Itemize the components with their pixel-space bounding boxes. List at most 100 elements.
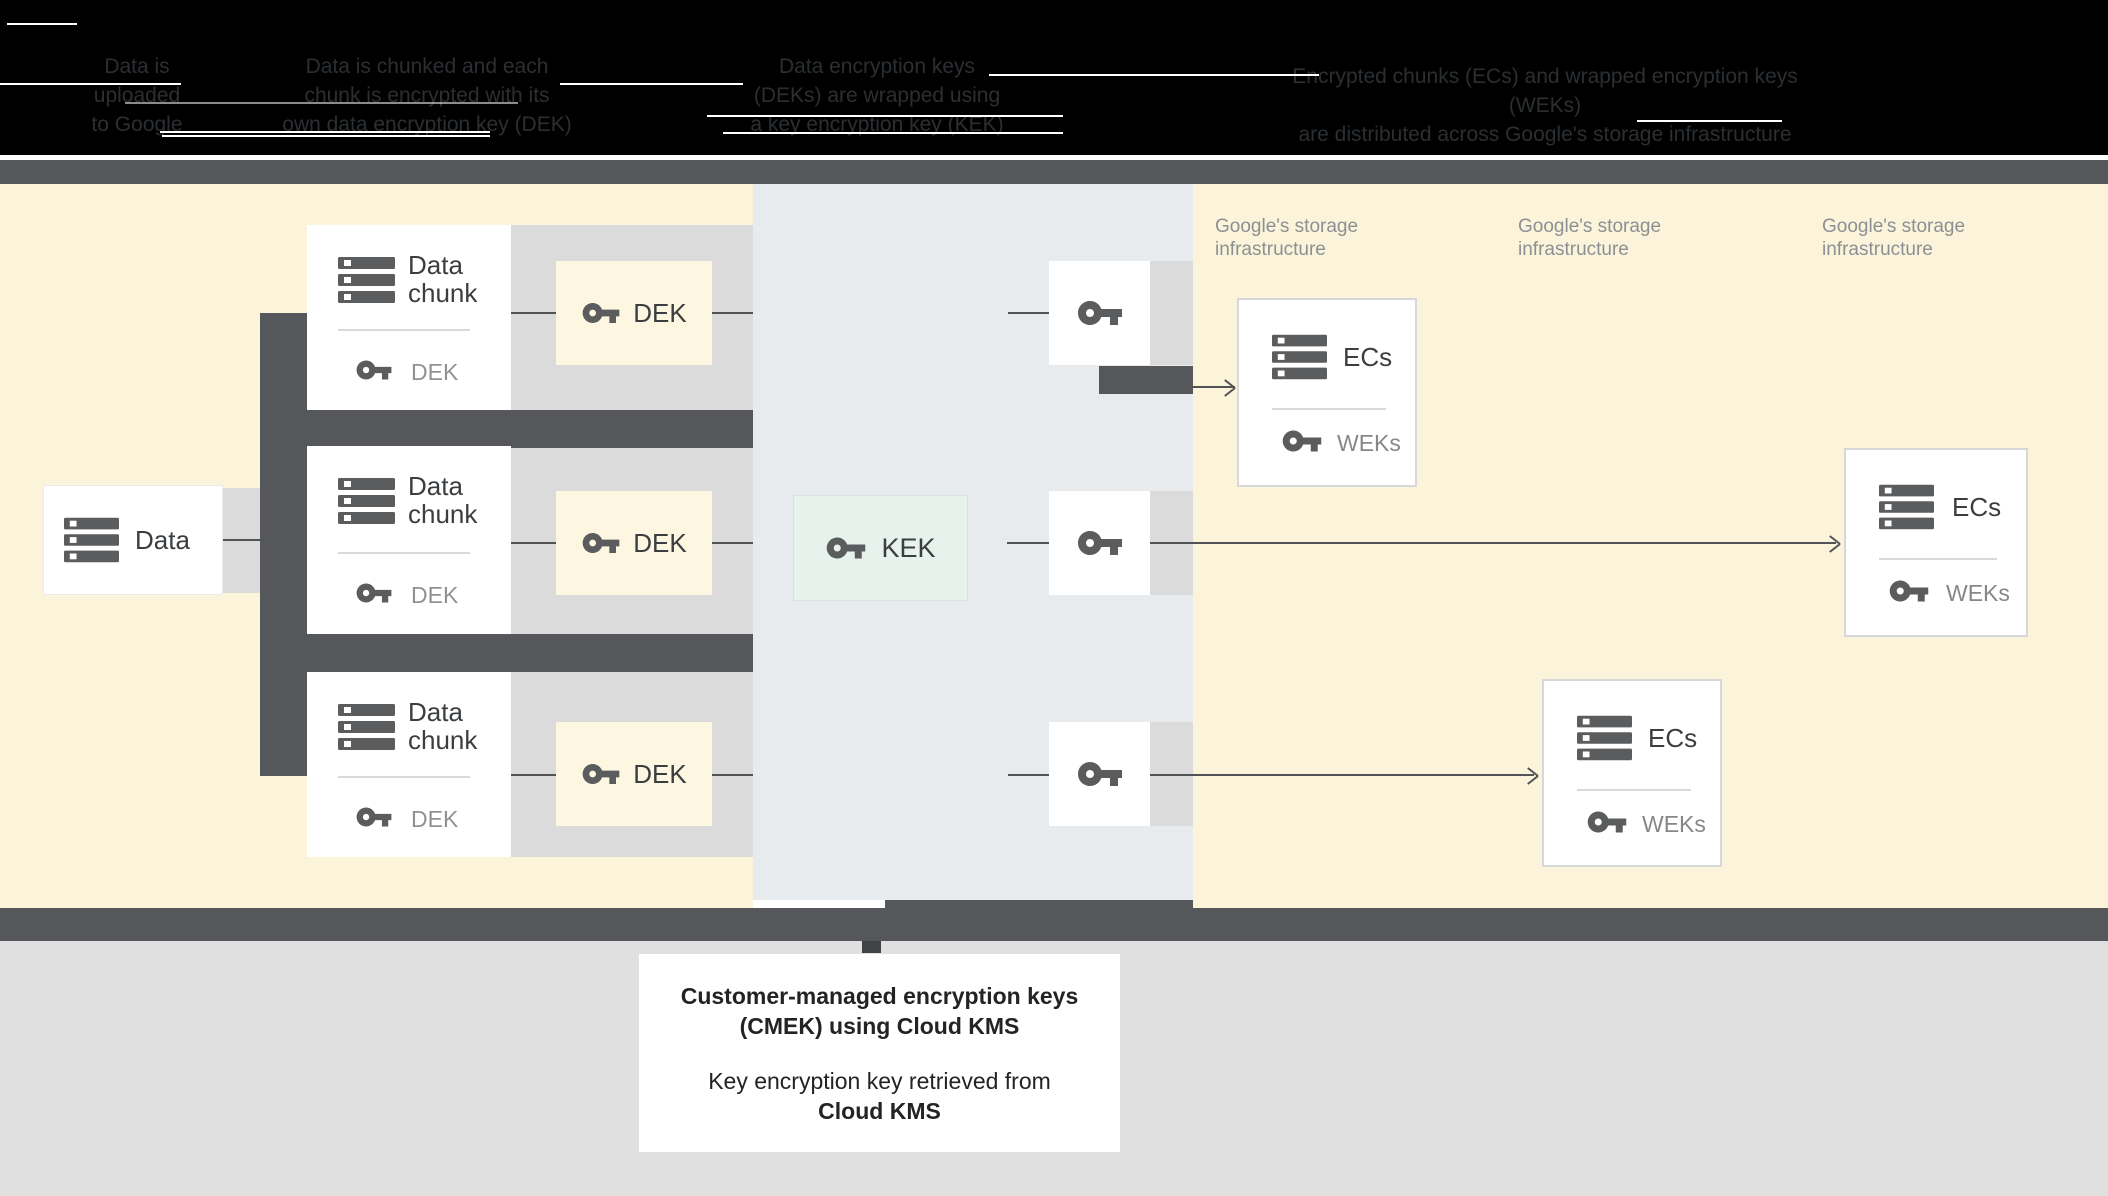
step-1-description: Data is uploaded to Google	[47, 52, 227, 139]
chunk-card-key-label: DEK	[411, 806, 459, 832]
ecs-card-title: ECs	[1648, 723, 1698, 753]
key-icon	[1077, 531, 1122, 555]
artifact-line	[162, 135, 490, 137]
kek-box-label: KEK	[881, 532, 936, 563]
line-chunk1-to-dek1	[511, 312, 556, 314]
ecs-card-title: ECs	[1952, 492, 2002, 522]
step-2-line-2: chunk is encrypted with its	[304, 84, 550, 107]
caption-spacer	[639, 1041, 1120, 1066]
wrapping-key-box-2	[1049, 491, 1150, 595]
chunk-card-title: Data chunk	[408, 251, 477, 307]
dek-box-label: DEK	[633, 758, 687, 789]
step-2-line-3: own data encryption key (DEK)	[282, 113, 572, 136]
step-1-line-2: uploaded	[93, 84, 181, 107]
bottom-white-sliver	[753, 900, 885, 908]
artifact-line	[989, 74, 1319, 76]
chunk-card-key-label: DEK	[411, 359, 459, 385]
pipe-trunk	[260, 313, 307, 776]
chunk-title-line2: chunk	[408, 278, 478, 308]
data-chunk-card-3: Data chunk DEK	[307, 672, 511, 857]
card-divider	[338, 329, 470, 331]
storage-label-line2: infrastructure	[1518, 239, 1629, 260]
line-dek2-out	[712, 542, 753, 544]
database-icon	[338, 257, 395, 303]
step-2-description: Data is chunked and each chunk is encryp…	[262, 52, 592, 139]
card-divider	[338, 776, 470, 778]
caption-title-line1: Customer-managed encryption keys	[680, 983, 1079, 1009]
step-2-line-1: Data is chunked and each	[305, 55, 549, 78]
ecs-card-key-label: WEKs	[1337, 430, 1401, 456]
dek-box-label: DEK	[633, 527, 687, 558]
card-divider	[1272, 408, 1386, 410]
artifact-line	[7, 23, 77, 25]
card-divider	[1879, 558, 1997, 560]
key-icon	[1077, 762, 1122, 786]
artifact-line	[723, 132, 1063, 134]
arrowhead-ecs1	[1221, 379, 1236, 397]
key-icon	[1077, 301, 1122, 325]
step-3-line-3: a key encryption key (KEK)	[750, 113, 1004, 136]
wrapping-key-box-1	[1049, 261, 1150, 365]
process-steps-band: Data is uploaded to Google Data is chunk…	[0, 0, 2108, 155]
data-chunk-card-2: Data chunk DEK	[307, 446, 511, 634]
keybox-1-backing	[1150, 261, 1193, 365]
storage-label-line1: Google's storage	[1822, 216, 1966, 237]
storage-label-line2: infrastructure	[1822, 239, 1933, 260]
chunk-title-line2: chunk	[408, 725, 478, 755]
key-icon	[582, 533, 620, 553]
ecs-card-1: ECs WEKs	[1237, 298, 1417, 487]
ecs-card-key-label: WEKs	[1946, 580, 2010, 606]
ecs-card-title: ECs	[1343, 342, 1393, 372]
caption-body-line2: Cloud KMS	[818, 1098, 941, 1124]
kek-box: KEK	[793, 495, 968, 601]
pipe-bar-upper	[260, 410, 753, 448]
arrow-to-ecs1	[1193, 386, 1235, 388]
card-divider	[338, 552, 470, 554]
bottom-bar-extension	[885, 900, 1193, 908]
step-4-line-1: Encrypted chunks (ECs) and wrapped encry…	[1292, 65, 1798, 117]
chunk-title-line1: Data	[408, 471, 463, 501]
chunk-title-line1: Data	[408, 250, 463, 280]
chunk-card-title: Data chunk	[408, 472, 477, 528]
caption-connector-notch	[862, 941, 881, 953]
database-icon	[338, 704, 395, 750]
step-3-description: Data encryption keys (DEKs) are wrapped …	[712, 52, 1042, 139]
storage-label-line1: Google's storage	[1518, 216, 1662, 237]
data-chunk-card-1: Data chunk DEK	[307, 225, 511, 410]
line-into-keybox1	[1008, 312, 1049, 314]
dek-box-label: DEK	[633, 297, 687, 328]
top-divider-bar	[0, 160, 2108, 184]
chunk-title-line1: Data	[408, 697, 463, 727]
pipe-bar-lower	[260, 634, 753, 672]
artifact-line	[160, 131, 490, 133]
line-dek1-out	[712, 312, 753, 314]
wrapping-key-box-3	[1049, 722, 1150, 826]
line-into-keybox3	[1008, 774, 1049, 776]
chunk-card-key-label: DEK	[411, 582, 459, 608]
database-icon	[338, 478, 395, 524]
key-icon	[582, 303, 620, 323]
artifact-line	[125, 102, 518, 104]
step-1-line-3: to Google	[91, 113, 183, 136]
database-icon	[1879, 484, 1934, 530]
pipe-keybox-1-out	[1099, 366, 1193, 394]
ecs-card-2: ECs WEKs	[1542, 679, 1722, 867]
bottom-divider-bar	[0, 908, 2108, 941]
step-3-line-1: Data encryption keys	[778, 55, 976, 78]
key-icon	[827, 537, 866, 559]
arrowhead-ecs3	[1826, 535, 1841, 553]
line-chunk2-to-dek2	[511, 542, 556, 544]
caption-box: Customer-managed encryption keys (CMEK) …	[639, 954, 1120, 1152]
database-icon	[1577, 715, 1632, 761]
dek-box-1: DEK	[556, 261, 712, 365]
ecs-card-3: ECs WEKs	[1844, 448, 2028, 637]
caption-title-line2: (CMEK) using Cloud KMS	[739, 1013, 1020, 1039]
database-icon	[1272, 334, 1327, 380]
step-3-line-2: (DEKs) are wrapped using	[753, 84, 1001, 107]
ecs-card-key-label: WEKs	[1642, 811, 1706, 837]
artifact-line	[560, 83, 743, 85]
chunk-card-title: Data chunk	[408, 698, 477, 754]
storage-label-line1: Google's storage	[1215, 216, 1359, 237]
data-box-label: Data	[135, 524, 190, 555]
